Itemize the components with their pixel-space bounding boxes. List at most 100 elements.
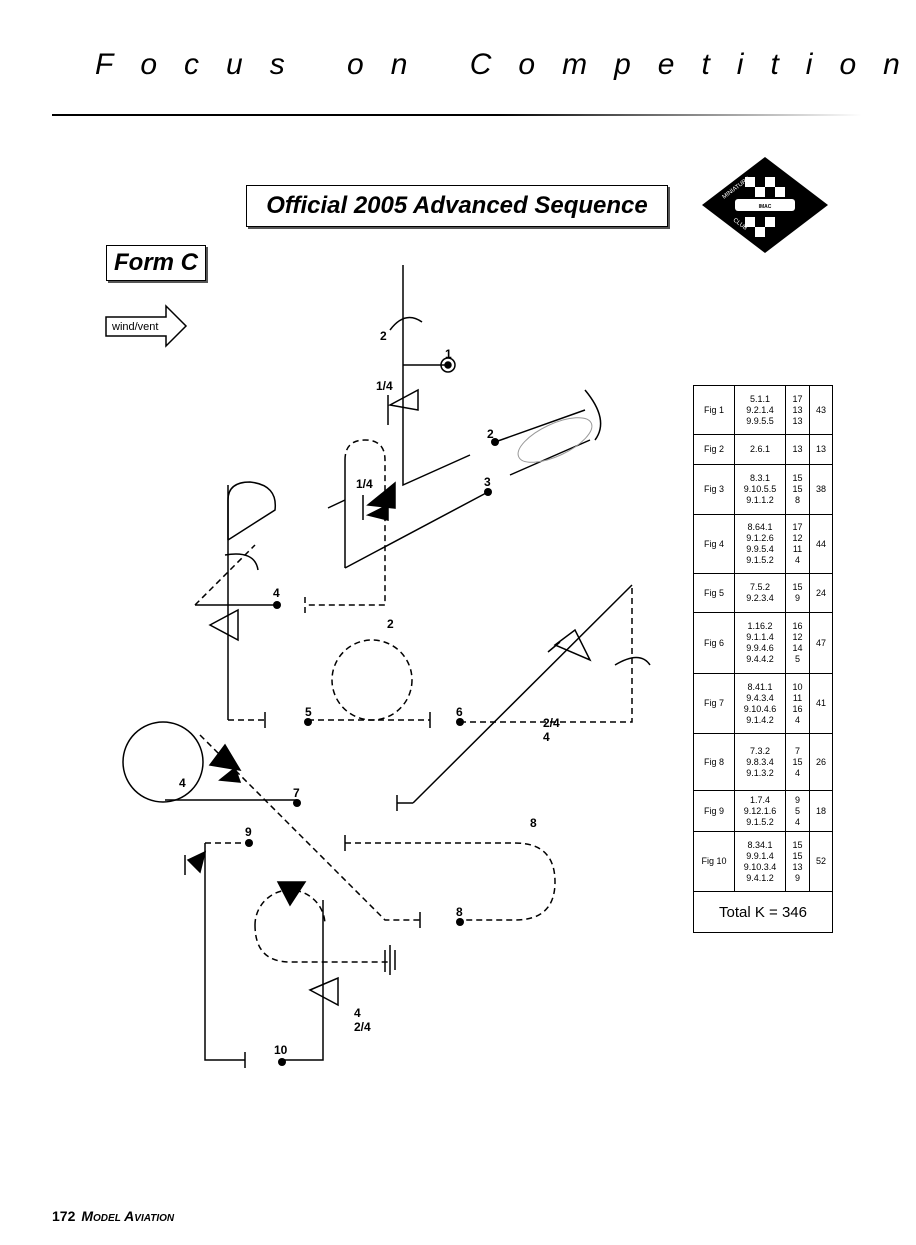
diagram-label: 8 (456, 905, 463, 919)
figure-code: 8.64.1 (747, 522, 773, 532)
figure-code: 9.1.5.2 (746, 555, 774, 565)
figure-code: 9.8.3.4 (746, 756, 774, 767)
diagram-label: 4 (179, 776, 186, 790)
figure-code: 8.41.1 (747, 681, 773, 692)
figure-code: 9.4.1.2 (746, 872, 774, 883)
k-value: 4 (794, 714, 800, 725)
imac-logo: IMAC MINIATURE INTERNATIONAL CLUB AEROBA… (702, 157, 828, 254)
k-value: 13 (792, 404, 803, 415)
fig-cell: Fig 3 (693, 464, 735, 515)
k-value: 15 (792, 582, 803, 592)
diagram-label: 4 (354, 1006, 361, 1020)
diagram-label: 1/4 (356, 477, 373, 491)
k-value: 13 (792, 444, 803, 454)
total-cell: 41 (809, 673, 833, 734)
fig-cell: Fig 7 (693, 673, 735, 734)
total-cell: 52 (809, 831, 833, 892)
k-value: 16 (792, 621, 803, 631)
fig-cell: Fig 6 (693, 612, 735, 674)
diagram-label: 2 (487, 427, 494, 441)
diagram-label: 3 (484, 475, 491, 489)
k-value: 15 (792, 756, 803, 767)
k-value: 9 (794, 794, 800, 805)
k-value: 15 (792, 484, 803, 494)
k-value: 16 (792, 703, 803, 714)
diagram-label: 1 (445, 347, 452, 361)
codes-cell: 2.6.1 (734, 434, 786, 465)
figure-code: 9.1.3.2 (746, 767, 774, 778)
k-value: 8 (794, 495, 800, 505)
figure-code: 9.4.4.2 (746, 654, 774, 664)
k-value: 13 (792, 415, 803, 426)
k-value: 4 (794, 767, 800, 778)
figure-code: 9.1.4.2 (746, 714, 774, 725)
k-value: 10 (792, 681, 803, 692)
total-cell: 24 (809, 573, 833, 613)
figure-code: 5.1.1 (749, 393, 771, 404)
k-value: 11 (792, 544, 803, 554)
diagram-label: 10 (274, 1043, 288, 1057)
diagram-label: 2/4 (543, 716, 560, 730)
magazine-name: Model Aviation (81, 1208, 175, 1224)
diagram-label: 5 (305, 705, 312, 719)
fig-cell: Fig 4 (693, 514, 735, 574)
figure-code: 2.6.1 (749, 444, 771, 454)
k-value: 5 (794, 805, 800, 816)
diagram-label: 1/4 (376, 379, 393, 393)
form-label: Form C (106, 245, 206, 281)
figure-code: 9.1.1.4 (746, 632, 774, 642)
figure-code: 9.9.1.4 (746, 850, 774, 861)
k-cell: 13 (785, 434, 810, 465)
sequence-title: Official 2005 Advanced Sequence (246, 185, 668, 227)
figure-code: 9.2.3.4 (746, 593, 774, 603)
figure-code: 9.10.5.5 (743, 484, 777, 494)
figure-code: 9.10.4.6 (743, 703, 777, 714)
figure-code: 9.9.5.4 (746, 544, 774, 554)
k-value: 12 (792, 632, 803, 642)
k-value: 4 (794, 555, 800, 565)
figure-code: 8.3.1 (749, 473, 771, 483)
figure-code: 9.1.2.6 (746, 533, 774, 543)
k-value: 17 (792, 522, 803, 532)
k-value: 12 (792, 533, 803, 543)
k-value: 15 (792, 839, 803, 850)
header-rule (52, 114, 862, 116)
fig-cell: Fig 9 (693, 790, 735, 832)
svg-text:wind/vent: wind/vent (111, 321, 158, 333)
k-value: 14 (792, 643, 803, 653)
k-value: 7 (794, 745, 800, 756)
figure-code: 7.5.2 (749, 582, 771, 592)
wind-arrow-icon (105, 304, 188, 348)
figure-code: 9.9.4.6 (746, 643, 774, 653)
total-cell: 38 (809, 464, 833, 515)
fig-cell: Fig 8 (693, 733, 735, 791)
k-value: 15 (792, 473, 803, 483)
k-value: 9 (794, 593, 800, 603)
diagram-label: 2 (387, 617, 394, 631)
diagram-label: 2/4 (354, 1020, 371, 1034)
figure-code: 7.3.2 (749, 745, 771, 756)
fig-cell: Fig 1 (693, 385, 735, 435)
total-cell: 43 (809, 385, 833, 435)
